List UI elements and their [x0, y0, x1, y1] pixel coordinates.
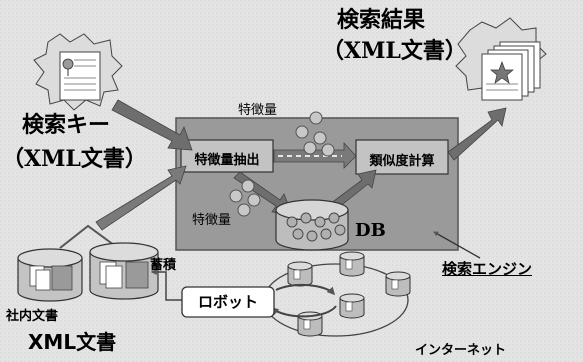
feature-circles-bottom — [229, 179, 261, 217]
internet-servers — [263, 251, 411, 337]
database-icon — [275, 199, 349, 251]
db-label: DB — [355, 220, 386, 241]
internet-label: インターネット — [415, 343, 507, 358]
arrow-similarity-to-result — [447, 107, 507, 161]
search-result-label: 検索結果 — [337, 8, 426, 33]
xml-docs-label: XML文書 — [28, 330, 117, 354]
search-engine-label: 検索エンジン — [442, 260, 533, 278]
robot-label: ロボット — [197, 293, 258, 311]
search-key-label: 検索キー — [22, 113, 111, 138]
feature-top-label: 特徴量 — [238, 103, 278, 118]
arrow-docs-to-extract — [95, 165, 187, 231]
feature-extract-label: 特徴量抽出 — [194, 153, 260, 168]
accumulate-label: 蓄積 — [150, 258, 177, 273]
feature-extraction-box — [180, 139, 274, 173]
stacked-result-documents-icon — [455, 17, 547, 101]
engine-pointer — [433, 231, 481, 259]
search-key-format-label: （XML文書） — [2, 146, 147, 172]
similarity-box — [355, 139, 449, 175]
similarity-label: 類似度計算 — [369, 154, 435, 169]
feature-circles-top — [295, 111, 335, 157]
internal-docs-label: 社内文書 — [6, 309, 59, 324]
xml-docs-cylinder — [89, 242, 159, 300]
robot-crawler-icon — [181, 286, 275, 318]
search-result-format-label: （XML文書） — [322, 38, 467, 64]
arrow-key-to-extract — [111, 99, 193, 151]
feature-bottom-label: 特徴量 — [192, 213, 232, 228]
merge-lines — [59, 224, 119, 249]
accumulate-arrow — [150, 269, 182, 301]
flower-document-icon — [33, 33, 123, 111]
internal-docs-cylinder — [17, 248, 83, 302]
